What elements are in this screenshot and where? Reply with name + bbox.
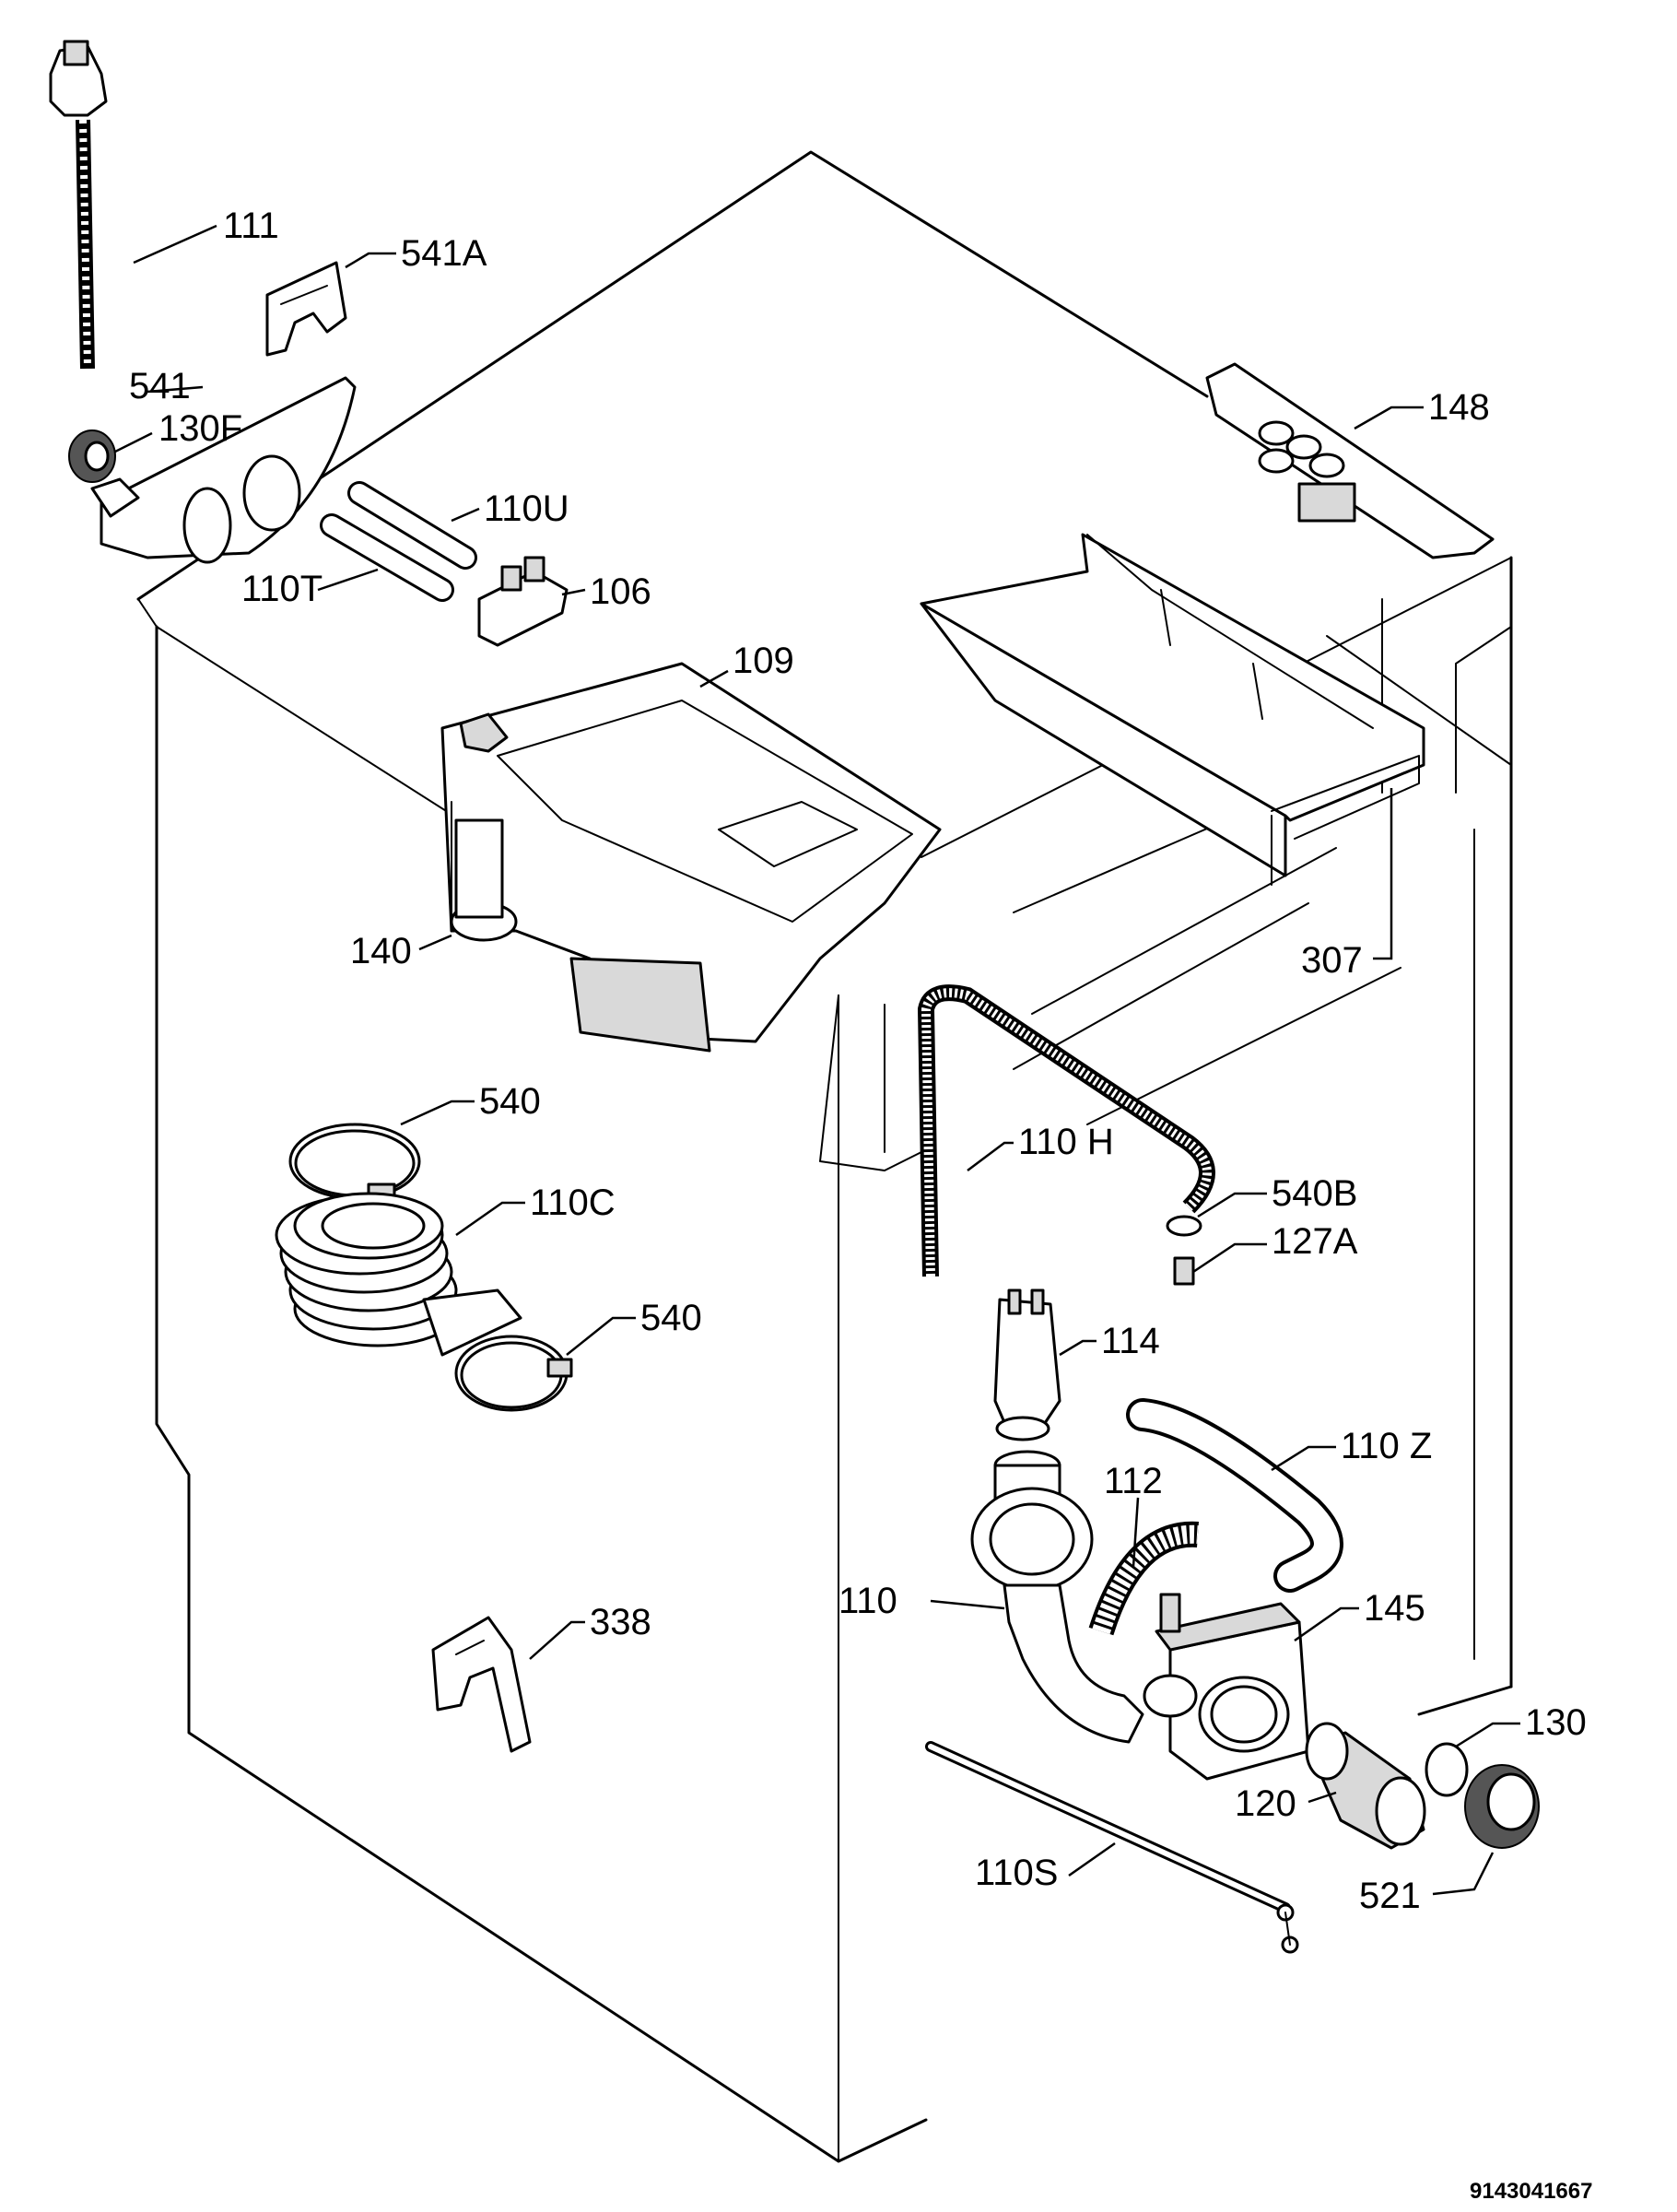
part-106-valve <box>477 556 569 647</box>
label-120: 120 <box>1235 1783 1296 1824</box>
label-541a: 541A <box>401 233 487 274</box>
label-111: 111 <box>223 206 279 246</box>
label-130f: 130F <box>158 408 242 449</box>
part-110h-hose <box>917 984 1215 1277</box>
leader-540b <box>1197 1192 1267 1218</box>
label-110h: 110 H <box>1018 1122 1114 1162</box>
part-540b-clip <box>1166 1215 1202 1237</box>
leader-114 <box>1059 1339 1096 1357</box>
part-307-drawer <box>920 533 1425 886</box>
label-127a: 127A <box>1272 1221 1358 1262</box>
part-112-hose <box>1088 1521 1199 1636</box>
leader-338 <box>529 1620 585 1660</box>
label-110: 110 <box>838 1581 897 1621</box>
label-145: 145 <box>1364 1588 1425 1629</box>
part-521-cap <box>1464 1764 1540 1849</box>
leader-127a <box>1192 1242 1267 1274</box>
label-110t: 110T <box>241 569 322 609</box>
label-106: 106 <box>590 571 651 612</box>
part-127a-nozzle <box>1173 1256 1195 1286</box>
part-145-pump <box>1143 1593 1310 1781</box>
part-109-housing <box>440 662 942 1053</box>
leader-145 <box>1294 1606 1359 1642</box>
leader-110z <box>1271 1445 1336 1472</box>
leader-110u <box>451 507 480 523</box>
part-110s-rod <box>925 1741 1299 1954</box>
label-110z: 110 Z <box>1341 1426 1432 1466</box>
leader-540-top <box>400 1100 475 1126</box>
leader-110s <box>1068 1841 1116 1877</box>
leader-521 <box>1432 1852 1495 1896</box>
label-148: 148 <box>1428 387 1490 428</box>
part-110z-hose <box>1126 1398 1343 1593</box>
leader-541 <box>147 385 204 394</box>
part-541a-clip <box>265 261 347 357</box>
label-540-bottom: 540 <box>640 1298 702 1338</box>
leader-540-bottom <box>566 1316 636 1356</box>
label-540b: 540B <box>1272 1173 1357 1214</box>
label-112: 112 <box>1104 1461 1163 1501</box>
leader-148 <box>1354 406 1424 430</box>
label-521: 521 <box>1359 1876 1421 1916</box>
label-110u: 110U <box>484 488 569 529</box>
label-109: 109 <box>733 641 794 681</box>
label-540-top: 540 <box>479 1081 541 1122</box>
part-110c-bellows <box>275 1192 522 1357</box>
label-130: 130 <box>1525 1702 1587 1743</box>
leader-120 <box>1308 1791 1337 1804</box>
label-338: 338 <box>590 1602 651 1642</box>
part-114-switch <box>993 1288 1061 1441</box>
part-130f-cap <box>68 429 116 483</box>
leader-130 <box>1455 1722 1520 1748</box>
label-110s: 110S <box>975 1853 1058 1893</box>
part-120-filter <box>1305 1722 1426 1850</box>
leader-106 <box>561 588 586 596</box>
leader-111 <box>133 224 217 265</box>
leader-112 <box>1132 1497 1140 1568</box>
part-110t-tube <box>320 513 454 602</box>
part-540-clamp-top <box>288 1123 421 1201</box>
leader-140 <box>418 934 452 951</box>
leader-110t <box>317 568 379 592</box>
part-540-clamp-bottom <box>454 1335 573 1412</box>
label-307: 307 <box>1301 940 1363 981</box>
part-148-bracket <box>1205 362 1495 559</box>
label-110c: 110C <box>530 1182 616 1223</box>
drawing-number: 9143041667 <box>1470 2179 1592 2204</box>
leader-110h <box>967 1141 1014 1171</box>
leader-130f <box>114 431 153 453</box>
part-110-sump-hose <box>970 1450 1144 1744</box>
label-140: 140 <box>350 931 412 971</box>
part-130-gasket <box>1425 1742 1469 1797</box>
part-338-hose-holder <box>431 1616 532 1753</box>
leader-109 <box>699 669 729 688</box>
part-110u-tube <box>347 481 477 570</box>
part-111-inlet-hose <box>49 40 108 370</box>
label-114: 114 <box>1101 1321 1160 1361</box>
leader-541a <box>345 252 396 269</box>
label-541: 541 <box>129 366 191 406</box>
leader-307 <box>1373 788 1393 960</box>
leader-110c <box>455 1201 525 1237</box>
leader-110 <box>930 1599 1005 1610</box>
part-541-panel <box>90 376 357 564</box>
